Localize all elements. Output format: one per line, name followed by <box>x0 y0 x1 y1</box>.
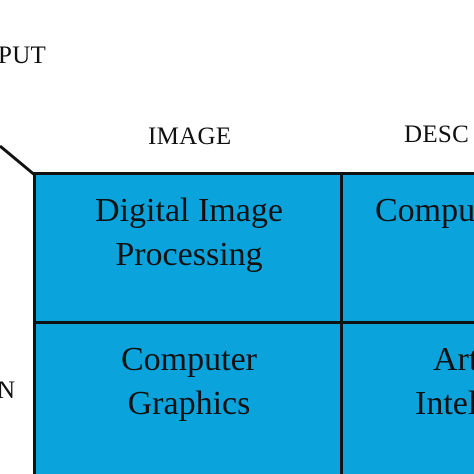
cell-text: Computer Graphics <box>36 338 342 426</box>
cell-digital-image-processing: Digital Image Processing <box>33 172 345 326</box>
cell-artificial-intelligence: Art Intel <box>340 321 474 474</box>
cell-text: Compu <box>343 189 474 233</box>
input-axis-label: PUT <box>0 42 47 69</box>
cell-text: Digital Image Processing <box>36 189 342 277</box>
cell-line: Art <box>433 341 474 378</box>
column-header-image: IMAGE <box>148 123 232 150</box>
cell-line: Intel <box>415 385 474 422</box>
cell-line: Compu <box>375 192 474 229</box>
diagonal-line <box>0 144 37 178</box>
cell-computer-vision: Compu <box>340 172 474 326</box>
cell-line: Processing <box>115 236 263 273</box>
column-header-description: DESC <box>404 121 470 148</box>
cell-line: Digital Image <box>95 192 283 229</box>
cell-line: Graphics <box>127 385 251 422</box>
cell-line: Computer <box>121 341 257 378</box>
row-header-partial: N <box>0 377 16 404</box>
cell-computer-graphics: Computer Graphics <box>33 321 345 474</box>
cell-text: Art Intel <box>343 338 474 426</box>
